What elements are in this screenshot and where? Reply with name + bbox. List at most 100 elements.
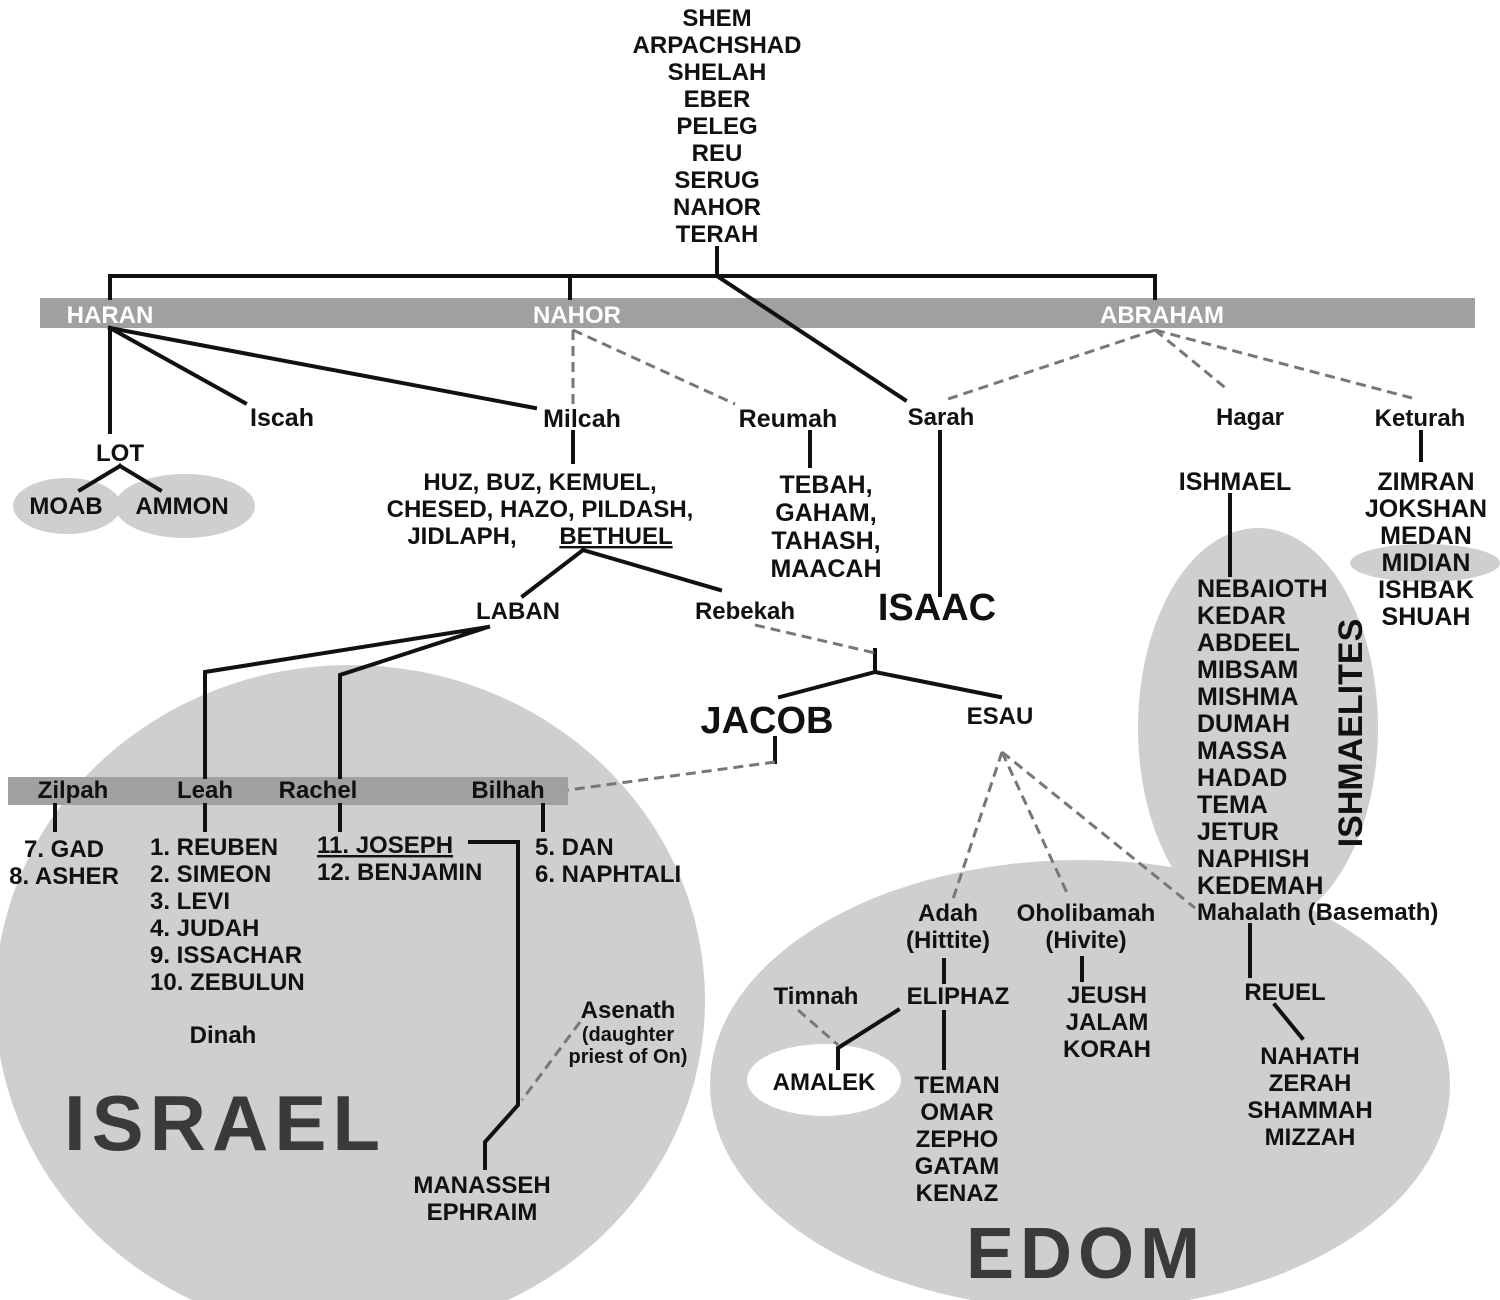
ancestor-name: TERAH xyxy=(676,221,759,248)
ishmael-sons: DUMAH xyxy=(1197,710,1290,738)
zilpah-sons: 7. GAD xyxy=(24,836,104,863)
asenath-note: (daughter xyxy=(582,1024,674,1046)
zilpah-sons: 8. ASHER xyxy=(9,863,119,890)
ishmael-sons: MASSA xyxy=(1197,737,1287,765)
person-benjamin: 12. BENJAMIN xyxy=(317,859,482,886)
keturah-sons: ISHBAK xyxy=(1378,576,1474,604)
ishmael-sons: NEBAIOTH xyxy=(1197,575,1328,603)
bar-label-nahor: NAHOR xyxy=(533,302,621,329)
wife-mahalath: Mahalath (Basemath) xyxy=(1197,899,1438,926)
ishmael-sons: HADAD xyxy=(1197,764,1287,792)
israel-region xyxy=(0,665,705,1300)
person-asenath: Asenath xyxy=(581,997,676,1024)
ishmael-sons: ABDEEL xyxy=(1197,629,1300,657)
person-sarah: Sarah xyxy=(908,404,975,431)
ancestor-name: NAHOR xyxy=(673,194,761,221)
asenath-note: priest of On) xyxy=(569,1046,688,1068)
leah-sons: 10. ZEBULUN xyxy=(150,969,305,996)
person-reuel: REUEL xyxy=(1244,979,1325,1006)
ishmael-sons: MISHMA xyxy=(1197,683,1298,711)
eliphaz-sons: ZEPHO xyxy=(916,1126,999,1153)
leah-sons: 2. SIMEON xyxy=(150,861,271,888)
wife-zilpah: Zilpah xyxy=(38,777,109,804)
solid-lines xyxy=(53,246,1423,1170)
ancestor-name: SHEM xyxy=(682,5,751,32)
region-edom: EDOM xyxy=(966,1214,1206,1294)
person-moab: MOAB xyxy=(29,493,102,520)
person-milcah: Milcah xyxy=(543,405,621,433)
reuel-sons: MIZZAH xyxy=(1265,1124,1356,1151)
person-esau: ESAU xyxy=(967,703,1034,730)
person-joseph: 11. JOSEPH xyxy=(317,832,453,859)
jacob-wives-bar xyxy=(8,777,568,805)
milcah-sons: HUZ, BUZ, KEMUEL, xyxy=(423,469,656,496)
wife-adah: Adah xyxy=(918,900,978,927)
wife-bilhah: Bilhah xyxy=(471,777,544,804)
person-keturah: Keturah xyxy=(1375,405,1466,432)
eliphaz-sons: OMAR xyxy=(920,1099,993,1126)
eliphaz-sons: GATAM xyxy=(915,1153,999,1180)
leah-sons: 4. JUDAH xyxy=(150,915,259,942)
ishmael-sons: KEDAR xyxy=(1197,602,1286,630)
reumah-sons: GAHAM, xyxy=(775,499,876,527)
ancestor-name: PELEG xyxy=(676,113,757,140)
reuel-sons: SHAMMAH xyxy=(1247,1097,1372,1124)
person-ammon: AMMON xyxy=(135,493,228,520)
edom-region xyxy=(710,860,1450,1300)
reuel-sons: ZERAH xyxy=(1269,1070,1352,1097)
joseph-sons: EPHRAIM xyxy=(427,1199,538,1226)
ishmael-sons: KEDEMAH xyxy=(1197,872,1323,900)
wife-adah-note: (Hittite) xyxy=(906,927,990,954)
keturah-sons: SHUAH xyxy=(1382,603,1471,631)
person-eliphaz: ELIPHAZ xyxy=(907,983,1010,1010)
bar-label-haran: HARAN xyxy=(67,302,154,329)
reuel-sons: NAHATH xyxy=(1260,1043,1360,1070)
wife-rachel: Rachel xyxy=(279,777,358,804)
person-dinah: Dinah xyxy=(190,1022,257,1049)
ancestor-name: ARPACHSHAD xyxy=(633,32,802,59)
region-israel: ISRAEL xyxy=(64,1079,386,1167)
wife-oholibamah: Oholibamah xyxy=(1017,900,1156,927)
reumah-sons: TEBAH, xyxy=(779,471,872,499)
amalek-highlight xyxy=(747,1044,901,1116)
milcah-sons: CHESED, HAZO, PILDASH, xyxy=(387,496,694,523)
ishmael-sons: NAPHISH xyxy=(1197,845,1310,873)
person-jacob: JACOB xyxy=(700,700,833,742)
leah-sons: 9. ISSACHAR xyxy=(150,942,302,969)
keturah-sons: JOKSHAN xyxy=(1365,495,1487,523)
wife-oholibamah-note: (Hivite) xyxy=(1045,927,1126,954)
person-amalek: AMALEK xyxy=(773,1069,876,1096)
ishmael-sons: MIBSAM xyxy=(1197,656,1298,684)
person-lot: LOT xyxy=(96,440,144,467)
ishmael-sons: JETUR xyxy=(1197,818,1279,846)
ammon-blob xyxy=(115,474,255,538)
ancestor-name: REU xyxy=(692,140,743,167)
ishmaelites-region xyxy=(1138,528,1378,928)
person-laban: LABAN xyxy=(476,598,560,625)
ishmaelites-label: ISHMAELITES xyxy=(1332,619,1370,848)
ancestor-name: SHELAH xyxy=(668,59,767,86)
person-rebekah: Rebekah xyxy=(695,598,795,625)
oholibamah-sons: KORAH xyxy=(1063,1036,1151,1063)
person-reumah: Reumah xyxy=(739,405,838,433)
milcah-sons: JIDLAPH, xyxy=(407,523,516,550)
keturah-sons: MIDIAN xyxy=(1382,549,1471,577)
eliphaz-sons: KENAZ xyxy=(916,1180,999,1207)
person-ishmael: ISHMAEL xyxy=(1179,468,1292,496)
labels: SHEMARPACHSHADSHELAHEBERPELEGREUSERUGNAH… xyxy=(9,5,1487,1294)
person-bethuel: BETHUEL xyxy=(559,523,672,550)
bar-label-abraham: ABRAHAM xyxy=(1100,302,1224,329)
ancestor-name: EBER xyxy=(684,86,751,113)
ishmael-sons: TEMA xyxy=(1197,791,1268,819)
keturah-sons: ZIMRAN xyxy=(1377,468,1474,496)
bilhah-sons: 6. NAPHTALI xyxy=(535,861,681,888)
oholibamah-sons: JEUSH xyxy=(1067,982,1147,1009)
leah-sons: 1. REUBEN xyxy=(150,834,278,861)
person-timnah: Timnah xyxy=(774,983,859,1010)
bilhah-sons: 5. DAN xyxy=(535,834,614,861)
reumah-sons: TAHASH, xyxy=(771,527,880,555)
leah-sons: 3. LEVI xyxy=(150,888,230,915)
person-iscah: Iscah xyxy=(250,404,314,432)
